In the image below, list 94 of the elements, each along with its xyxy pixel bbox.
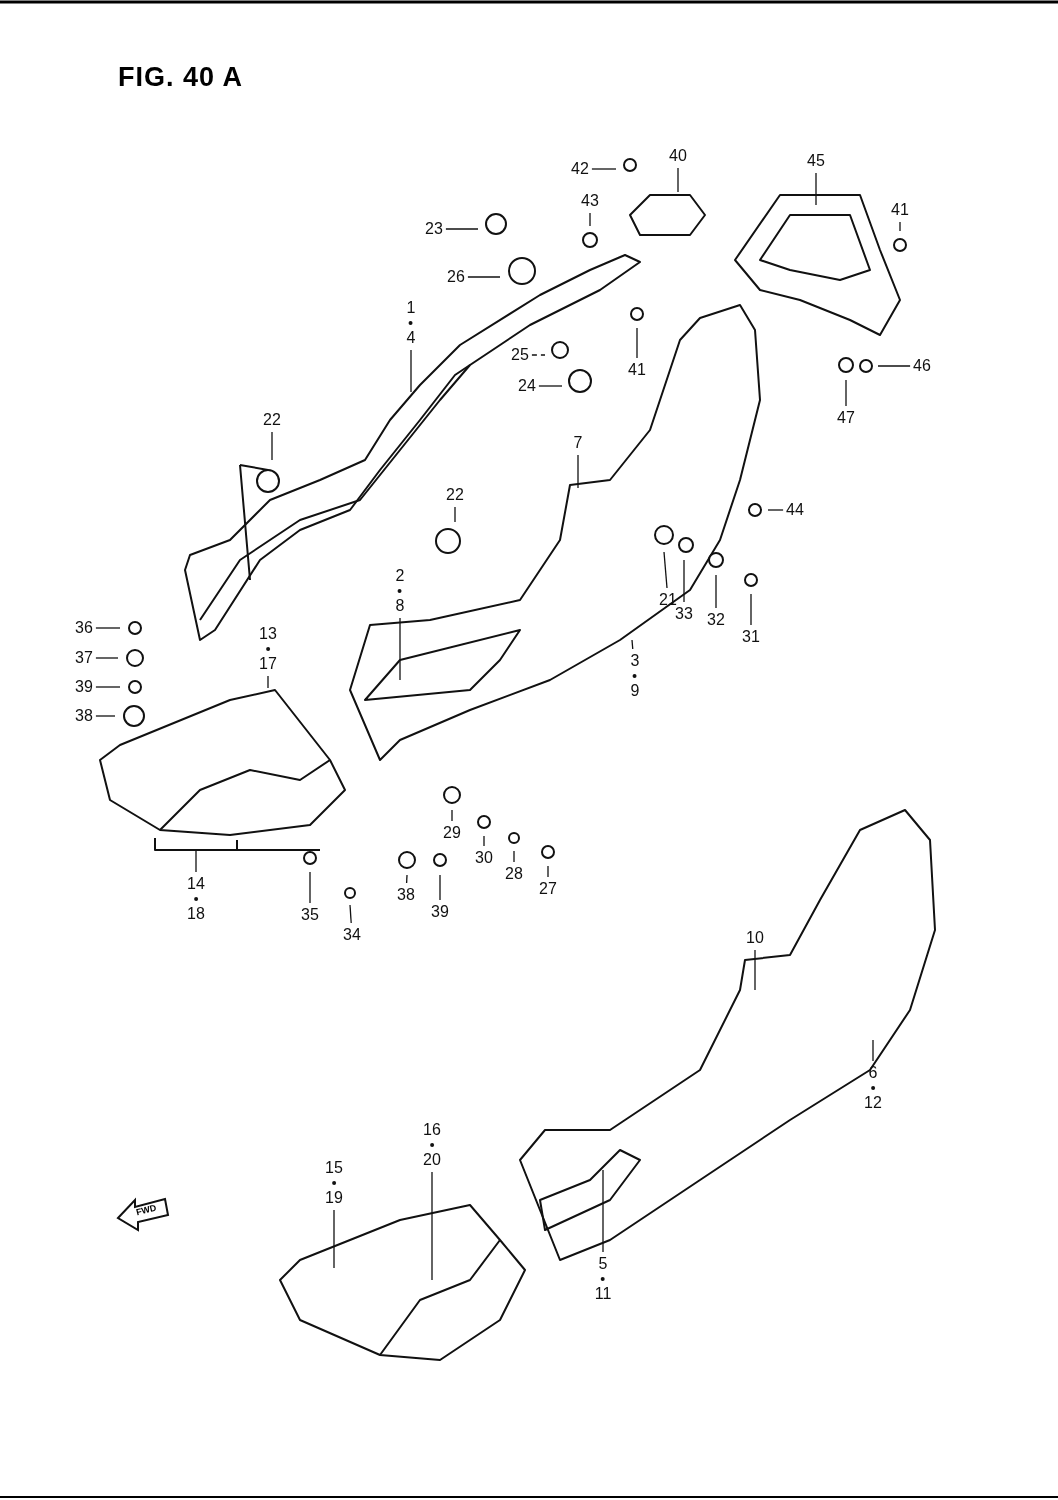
leader-line — [589, 212, 591, 227]
leader-line — [877, 365, 911, 367]
leader-line — [349, 904, 352, 924]
callout-number: 11 — [594, 1285, 612, 1303]
leader-line — [754, 949, 756, 991]
callout-number: 16 — [423, 1121, 441, 1139]
callout-number: 33 — [675, 605, 693, 623]
leader-line — [451, 809, 453, 822]
callout-number: 26 — [447, 268, 465, 286]
callout-number: 14 — [187, 875, 205, 893]
leader-line — [513, 850, 515, 863]
leader-line — [715, 574, 717, 609]
callout-number: 32 — [707, 611, 725, 629]
leader-line — [454, 506, 456, 523]
leader-line — [445, 228, 479, 230]
callout-number: 41 — [891, 201, 909, 219]
callout-number: 39 — [75, 678, 93, 696]
leader-line — [483, 835, 485, 847]
callout-number: 44 — [786, 501, 804, 519]
leader-line — [815, 172, 817, 206]
callout-number: 22 — [446, 486, 464, 504]
leader-line — [750, 593, 752, 626]
callout-number: 19 — [325, 1189, 343, 1207]
callout-number: 25 — [511, 346, 529, 364]
callout-number: 37 — [75, 649, 93, 667]
callout-number: 21 — [659, 591, 677, 609]
callout-number: 4 — [406, 329, 416, 347]
callout-number: 15 — [325, 1159, 343, 1177]
callout-number: 43 — [581, 192, 599, 210]
leader-line — [683, 559, 685, 603]
callout-number: 24 — [518, 377, 536, 395]
leader-line — [95, 627, 121, 629]
leader-line — [95, 657, 119, 659]
leader-line — [677, 167, 679, 193]
callout-number: 36 — [75, 619, 93, 637]
callout-number: 38 — [75, 707, 93, 725]
callout-number: 42 — [571, 160, 589, 178]
leader-line — [410, 349, 412, 393]
leader-line — [195, 849, 197, 873]
callout-number: 3 — [630, 652, 640, 670]
leader-line — [267, 675, 269, 689]
callout-number: 23 — [425, 220, 443, 238]
callout-number: 5 — [598, 1255, 608, 1273]
callout-number: 7 — [573, 434, 583, 452]
callout-number: 45 — [807, 152, 825, 170]
callout-number: 29 — [443, 824, 461, 842]
leader-line — [899, 221, 901, 232]
callout-number: 20 — [423, 1151, 441, 1169]
leader-line — [333, 1209, 335, 1269]
callout-number: 12 — [864, 1094, 882, 1112]
leader-line — [309, 871, 311, 904]
leader-line — [591, 168, 617, 170]
leader-line — [602, 1169, 604, 1253]
leader-line — [531, 354, 546, 356]
direction-label: FWD — [135, 1202, 158, 1218]
leader-line — [845, 379, 847, 407]
figure-title: FIG. 40 A — [118, 62, 244, 93]
callout-number: 28 — [505, 865, 523, 883]
callout-number: 18 — [187, 905, 205, 923]
leader-line — [95, 715, 116, 717]
callout-number: 9 — [630, 682, 640, 700]
callout-number: 38 — [397, 886, 415, 904]
leader-line — [467, 276, 501, 278]
leader-line — [405, 874, 408, 884]
callout-number: 39 — [431, 903, 449, 921]
leader-line — [431, 1171, 433, 1281]
callout-number: 30 — [475, 849, 493, 867]
leader-line — [577, 454, 579, 489]
leader-line — [631, 639, 634, 650]
callout-number: 8 — [395, 597, 405, 615]
leader-line — [439, 874, 441, 901]
callout-number: 1 — [406, 299, 416, 317]
leader-line — [872, 1039, 874, 1062]
callout-number: 47 — [837, 409, 855, 427]
callout-number: 40 — [669, 147, 687, 165]
leader-line — [767, 509, 784, 511]
leader-line — [547, 865, 549, 878]
leader-line — [399, 617, 401, 681]
leader-line — [95, 686, 121, 688]
callout-number: 22 — [263, 411, 281, 429]
leader-line — [663, 551, 668, 589]
callout-number: 17 — [259, 655, 277, 673]
callout-number: 10 — [746, 929, 764, 947]
callout-number: 27 — [539, 880, 557, 898]
callout-number: 35 — [301, 906, 319, 924]
callout-number: 13 — [259, 625, 277, 643]
callout-number: 31 — [742, 628, 760, 646]
leader-line — [636, 327, 638, 359]
callout-number: 41 — [628, 361, 646, 379]
leader-line — [538, 385, 563, 387]
callout-number: 34 — [343, 926, 361, 944]
callout-number: 2 — [395, 567, 405, 585]
callout-number: 46 — [913, 357, 931, 375]
leader-line — [271, 431, 273, 461]
